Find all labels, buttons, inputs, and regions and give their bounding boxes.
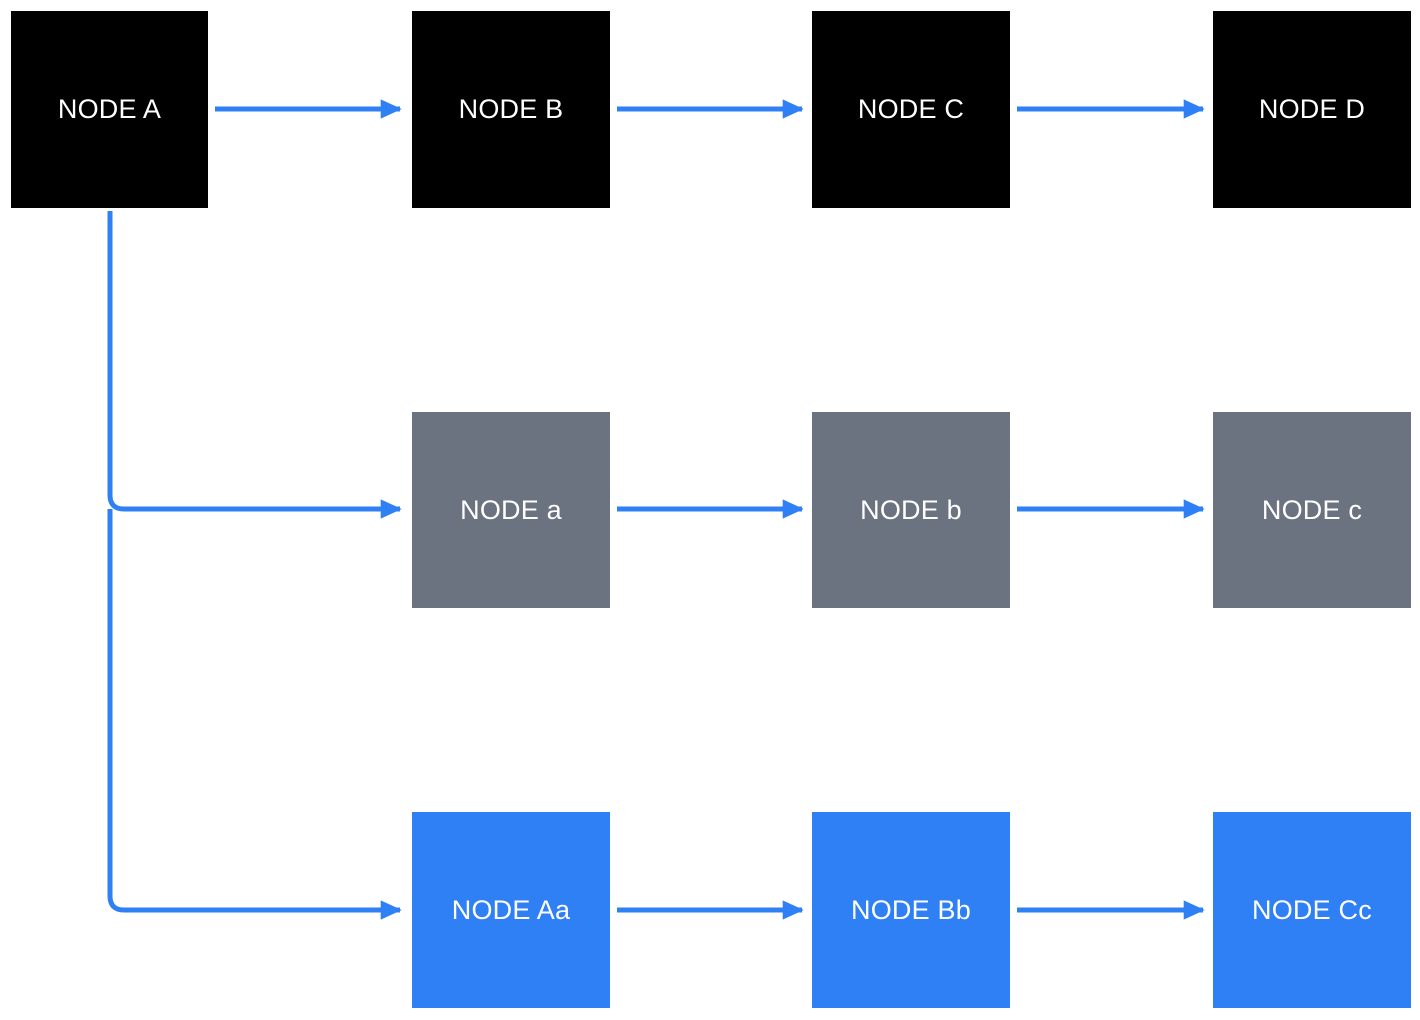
node-b-label: NODE B	[458, 94, 564, 124]
edge-node-a-to-node-aa	[107, 509, 402, 920]
node-d-label: NODE D	[1258, 94, 1366, 124]
node-lower-a[interactable]: NODE a	[412, 412, 610, 608]
node-c-label: NODE C	[857, 94, 965, 124]
node-d[interactable]: NODE D	[1213, 11, 1411, 208]
node-lower-a-label: NODE a	[460, 494, 562, 525]
node-b[interactable]: NODE B	[412, 11, 610, 208]
node-lower-c-label: NODE c	[1261, 494, 1363, 525]
node-aa[interactable]: NODE Aa	[412, 812, 610, 1008]
node-cc[interactable]: NODE Cc	[1213, 812, 1411, 1008]
node-a-label: NODE A	[57, 94, 162, 124]
node-a[interactable]: NODE A	[11, 11, 208, 208]
node-c[interactable]: NODE C	[812, 11, 1010, 208]
node-lower-b-label: NODE b	[860, 494, 962, 525]
node-bb-label: NODE Bb	[851, 894, 971, 925]
edge-node-a-to-node-lower-a	[107, 211, 402, 519]
node-aa-label: NODE Aa	[451, 894, 571, 925]
node-cc-label: NODE Cc	[1252, 894, 1372, 925]
node-lower-b[interactable]: NODE b	[812, 412, 1010, 608]
node-lower-c[interactable]: NODE c	[1213, 412, 1411, 608]
node-bb[interactable]: NODE Bb	[812, 812, 1010, 1008]
